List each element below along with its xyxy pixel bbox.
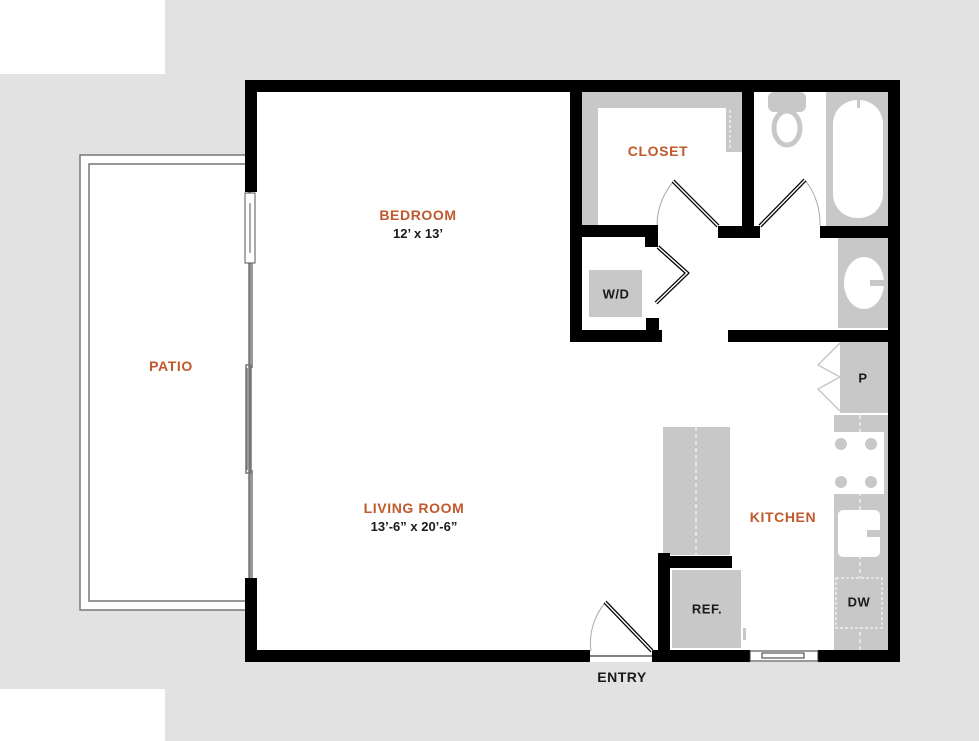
- refrigerator-icon: [672, 570, 746, 648]
- closet-label: CLOSET: [627, 143, 689, 159]
- stove-icon: [831, 432, 884, 494]
- bathroom-door[interactable]: [758, 178, 821, 228]
- patio-area: [79, 154, 251, 611]
- patio-label: PATIO: [149, 358, 193, 374]
- living-room-label: LIVING ROOM: [363, 500, 465, 516]
- closet-door[interactable]: [656, 179, 720, 228]
- kitchen-window: [749, 650, 819, 662]
- washer-dryer-icon: [589, 270, 642, 317]
- bathtub-icon: [826, 92, 888, 226]
- kitchen-sink-icon: [838, 510, 885, 557]
- patio-window: [244, 192, 256, 264]
- patio-sliding-door[interactable]: [245, 263, 253, 578]
- entry-label: ENTRY: [597, 669, 647, 685]
- bedroom-label: BEDROOM: [379, 207, 457, 223]
- pantry-label: P: [858, 370, 868, 386]
- pantry-icon: [816, 341, 888, 413]
- entry-door[interactable]: [589, 600, 654, 657]
- bottom-left-blank-panel: [0, 689, 165, 741]
- living-room-dimensions: 13’-6” x 20’-6”: [370, 519, 458, 534]
- kitchen-island: [663, 427, 730, 555]
- bathroom-sink-icon: [838, 238, 888, 328]
- walls: [245, 80, 900, 662]
- refrigerator-label: REF.: [691, 601, 723, 617]
- closet-shelving: [582, 92, 742, 225]
- washer-dryer-label: W/D: [602, 286, 630, 302]
- top-left-blank-panel: [0, 0, 165, 74]
- toilet-icon: [768, 92, 806, 148]
- dishwasher-label: DW: [847, 594, 871, 610]
- bedroom-dimensions: 12’ x 13’: [393, 226, 443, 241]
- kitchen-label: KITCHEN: [749, 509, 817, 525]
- dishwasher-icon: [835, 577, 883, 629]
- laundry-bifold-door[interactable]: [654, 245, 690, 305]
